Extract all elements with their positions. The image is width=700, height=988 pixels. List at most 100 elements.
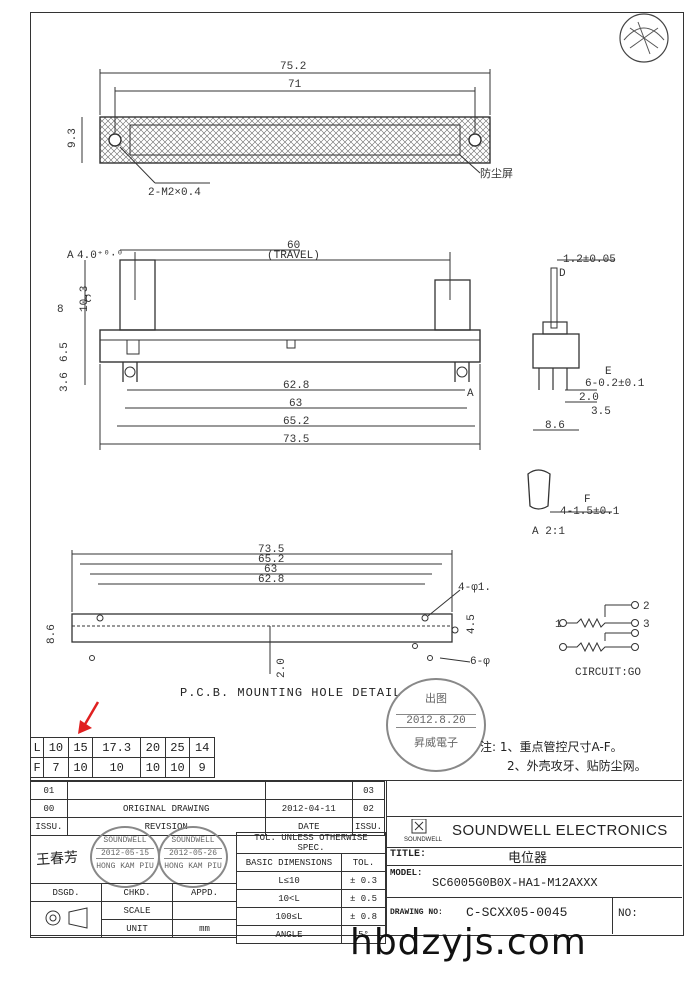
rev-num: 02 — [351, 799, 386, 818]
side-dim-4-0: 4.0⁺⁰·⁰ — [77, 250, 123, 262]
release-stamp-bottom: 昇威電子 — [414, 738, 458, 750]
callout-screw: 2-M2×0.4 — [148, 187, 201, 199]
sign-label-row: DSGD. CHKD. APPD. — [30, 883, 237, 902]
title-value: 电位器 — [508, 851, 548, 866]
unit-label: UNIT — [101, 919, 173, 938]
revision-table: 01 03 00 ORIGINAL DRAWING 2012-04-11 02 … — [30, 781, 386, 836]
tol-value: ± 0.8 — [341, 907, 386, 926]
tol-value: ± 0.5 — [341, 889, 386, 908]
rev-issu: 00 — [30, 799, 68, 818]
rev-issu: 01 — [30, 781, 68, 800]
tol-key: BASIC DIMENSIONS — [236, 853, 342, 872]
tol-header-row: TOL. UNLESS OTHERWISE SPEC. — [236, 832, 386, 854]
top-view: 75.2 71 9.3 2-M2×0.4 防尘屏 — [67, 61, 513, 199]
detail-dim-4-1-5: 4-1.5±0.1 — [560, 506, 620, 518]
tol-key: 10<L — [236, 889, 342, 908]
length-cell: 9 — [189, 757, 215, 778]
pcb-dim-holes-large: 4-φ1.7 — [458, 582, 490, 594]
dim-9-3: 9.3 — [67, 128, 79, 148]
detail-a: F 4-1.5±0.1 A 2:1 — [527, 469, 620, 538]
model-label: MODEL: — [390, 868, 423, 878]
circuit-diagram: 1 2 3 CIRCUIT:GO — [555, 601, 650, 679]
rev-desc: ORIGINAL DRAWING — [66, 799, 266, 818]
tol-key: ANGLE — [236, 925, 342, 944]
sign-labels: DSGD. CHKD. APPD. SCALE UNIT mm — [30, 883, 237, 938]
circuit-pin-1: 1 — [555, 619, 562, 631]
length-cell: 10 — [92, 757, 142, 778]
scale-row: SCALE — [30, 901, 237, 938]
rev-date: 2012-04-11 — [264, 799, 353, 818]
chkd-label: CHKD. — [101, 883, 173, 902]
side-dim-10-3: 10.3 — [79, 286, 91, 312]
side-dim-travel: (TRAVEL) — [267, 250, 320, 262]
drawing-no-label: DRAWING NO: — [390, 908, 443, 917]
length-cell: 10 — [67, 757, 94, 778]
tol-value: ± 0.3 — [341, 871, 386, 890]
approval-stamp-1: SOUNDWELL 2012-05-15 HONG KAM PIU — [90, 826, 160, 888]
drawing-no-value: C-SCXX05-0045 — [466, 905, 568, 920]
length-cell: 17.3 — [92, 737, 142, 758]
end-dim-d: D — [559, 268, 566, 280]
title-label: TITLE: — [390, 849, 427, 860]
model-value: SC6005G0B0X-HA1-M12AXXX — [432, 876, 598, 890]
revision-row: 00 ORIGINAL DRAWING 2012-04-11 02 — [30, 799, 386, 818]
pcb-dim-62-8: 62.8 — [258, 574, 284, 586]
pcb-dim-65-2: 65.2 — [258, 554, 284, 566]
side-detail-marker: A — [467, 388, 474, 400]
note-2: 2、外壳攻牙、贴防尘网。 — [507, 759, 647, 773]
side-dim-8: 8 — [57, 304, 64, 316]
rev-date — [264, 781, 353, 800]
release-stamp-top: 出图 — [425, 694, 447, 706]
length-cell: F — [29, 757, 45, 778]
pcb-caption: P.C.B. MOUNTING HOLE DETAIL — [180, 686, 402, 700]
stamp2-date: 2012-05-26 — [164, 848, 222, 859]
rev-desc — [66, 781, 266, 800]
release-stamp-date: 2012.8.20 — [396, 714, 476, 728]
pcb-dim-holes-small: 6-φ1.2 — [470, 656, 490, 668]
tol-row: 10<L± 0.5 — [236, 889, 386, 908]
tol-header: TOL. UNLESS OTHERWISE SPEC. — [236, 832, 386, 854]
detail-caption: A 2:1 — [532, 526, 565, 538]
pcb-dim-73-5: 73.5 — [258, 544, 284, 556]
pcb-dim-2-0: 2.0 — [276, 658, 288, 678]
company-block — [386, 781, 683, 934]
length-cell: 10 — [164, 757, 191, 778]
side-dim-65-2: 65.2 — [283, 416, 309, 428]
projection-symbol — [30, 901, 102, 938]
no-cell — [612, 897, 683, 934]
tol-value: TOL. — [341, 853, 386, 872]
circuit-pin-3: 3 — [643, 619, 650, 631]
scale-value — [172, 901, 237, 920]
corner-logo-icon — [619, 13, 669, 63]
end-dim-8-6: 8.6 — [545, 420, 565, 432]
side-dim-6-5: 6.5 — [59, 342, 71, 362]
projection-icon — [45, 907, 88, 929]
note-1: 注: 1、重点管控尺寸A-F。 — [480, 740, 623, 754]
side-dim-73-5: 73.5 — [283, 434, 309, 446]
side-dim-c: C — [85, 294, 92, 306]
scale-label: SCALE — [101, 901, 173, 920]
title-block — [30, 780, 682, 935]
logo-text: SOUNDWELL — [404, 837, 443, 843]
company-row — [386, 816, 682, 848]
stamp1-date: 2012-05-15 — [96, 848, 154, 859]
soundwell-logo-icon — [411, 819, 427, 834]
circuit-label: CIRCUIT:GO — [575, 667, 641, 679]
unit-value: mm — [172, 919, 237, 938]
watermark: hbdzyjs.com — [350, 922, 587, 963]
end-dim-3-5: 3.5 — [591, 406, 611, 418]
side-view: A 4.0⁺⁰·⁰ 60 (TRAVEL) C 10.3 8 6.5 3.6 6… — [57, 240, 481, 450]
side-dim-62-8: 62.8 — [283, 380, 309, 392]
appd-label: APPD. — [172, 883, 237, 902]
rev-num: 03 — [351, 781, 386, 800]
end-view: 1.2±0.05 D E 6-0.2±0.1 2.0 3.5 8.6 — [532, 254, 645, 432]
length-cell: 15 — [67, 737, 94, 758]
length-cell: 10 — [140, 757, 166, 778]
pcb-view: 73.5 65.2 63 62.8 4-φ1.7 8.6 6-φ1.2 2.0 … — [46, 544, 490, 678]
release-stamp: 出图 2012.8.20 昇威電子 — [386, 678, 486, 772]
unit-row: UNIT mm — [31, 919, 237, 938]
stamp2-top: SOUNDWELL — [171, 836, 215, 845]
side-dim-60: 60 — [287, 240, 300, 252]
